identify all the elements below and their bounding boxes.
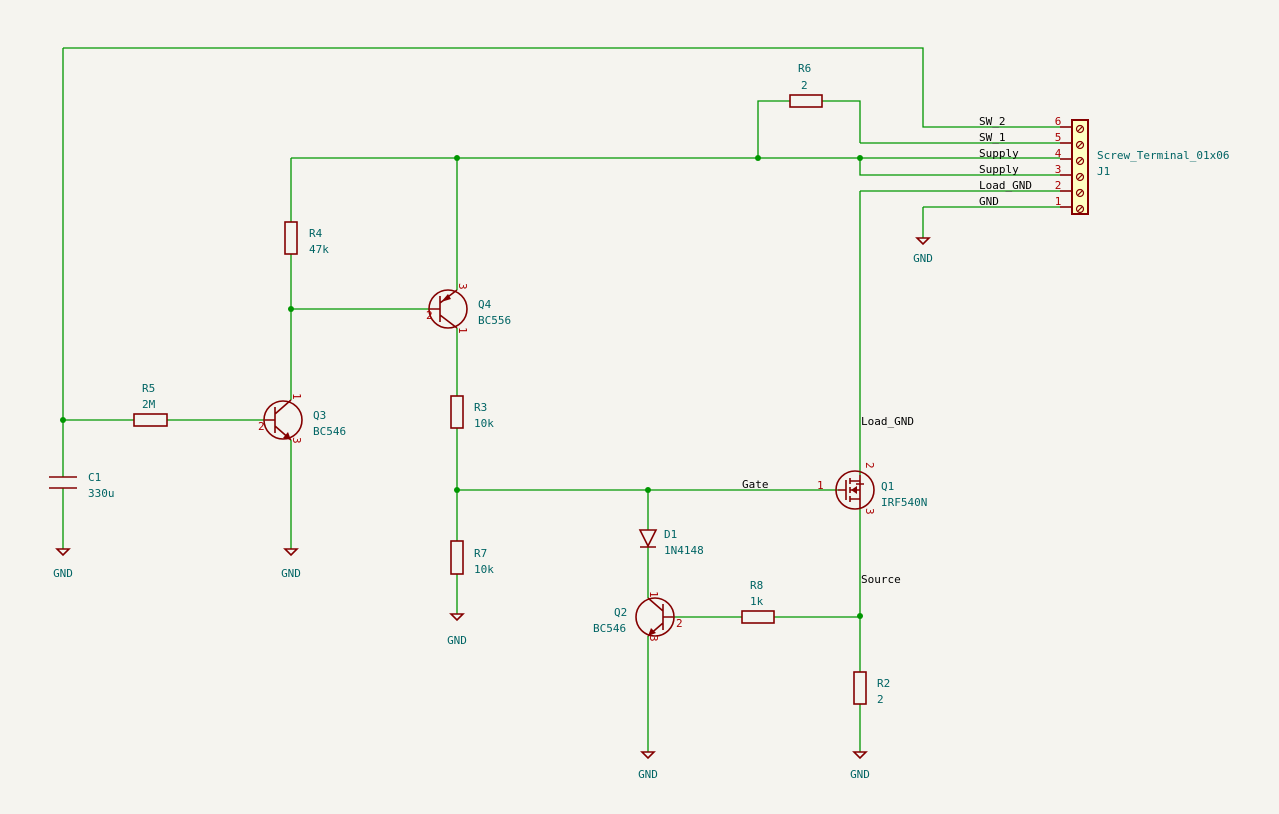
d1-ref: D1 xyxy=(664,528,677,541)
pin-number: 5 xyxy=(1055,131,1062,144)
d1-value: 1N4148 xyxy=(664,544,704,557)
gnd-label: GND xyxy=(53,567,73,580)
gnd-symbol: GND xyxy=(53,548,73,580)
gnd-symbol: GND xyxy=(281,548,301,580)
net-label-source: Source xyxy=(861,573,901,586)
q4-pin2: 2 xyxy=(426,309,433,322)
pin-number: 2 xyxy=(1055,179,1062,192)
pin-number: 3 xyxy=(1055,163,1062,176)
resistor-r3[interactable]: R3 10k xyxy=(450,395,494,430)
q1-value: IRF540N xyxy=(881,496,927,509)
connector-pin[interactable]: 6 SW_2 xyxy=(979,115,1085,134)
screw-icon xyxy=(1075,204,1085,214)
pin-net-label: SW_2 xyxy=(979,115,1006,128)
gnd-label: GND xyxy=(850,768,870,781)
r2-ref: R2 xyxy=(877,677,890,690)
resistor-r4[interactable]: R4 47k xyxy=(284,221,329,256)
q1-ref: Q1 xyxy=(881,480,894,493)
pin-number: 4 xyxy=(1055,147,1062,160)
connector-pin[interactable]: 1 GND xyxy=(979,195,1085,214)
q1-pin2: 2 xyxy=(863,462,876,469)
q1-pin3: 3 xyxy=(863,508,876,515)
r5-ref: R5 xyxy=(142,382,155,395)
pin-number: 6 xyxy=(1055,115,1062,128)
r7-value: 10k xyxy=(474,563,494,576)
connector-pin[interactable]: 2 Load_GND xyxy=(979,179,1085,198)
net-label-gate: Gate xyxy=(742,478,769,491)
wires xyxy=(62,47,1060,752)
q4-pin1: 1 xyxy=(456,327,469,334)
r6-ref: R6 xyxy=(798,62,811,75)
c1-value: 330u xyxy=(88,487,115,500)
q1-pin1: 1 xyxy=(817,479,824,492)
r6-value: 2 xyxy=(801,79,808,92)
capacitor-c1[interactable]: C1 330u xyxy=(49,471,115,500)
connector-pin[interactable]: 5 SW_1 xyxy=(979,131,1085,150)
resistor-r5[interactable]: R5 2M xyxy=(133,382,168,427)
resistor-r8[interactable]: R8 1k xyxy=(741,579,775,624)
gnd-label: GND xyxy=(281,567,301,580)
q3-pin3: 3 xyxy=(290,437,303,444)
r8-value: 1k xyxy=(750,595,764,608)
q2-pin3: 3 xyxy=(647,635,660,642)
q4-ref: Q4 xyxy=(478,298,492,311)
q2-pin1: 1 xyxy=(647,591,660,598)
pin-net-label: Supply xyxy=(979,163,1019,176)
net-label-load-gnd: Load_GND xyxy=(861,415,914,428)
c1-ref: C1 xyxy=(88,471,101,484)
gnd-label: GND xyxy=(638,768,658,781)
gnd-symbols: GND GND GND GND GND GND xyxy=(53,237,933,781)
q2-pin2: 2 xyxy=(676,617,683,630)
screw-icon xyxy=(1075,124,1085,134)
r2-value: 2 xyxy=(877,693,884,706)
transistor-q3[interactable]: 2 1 3 Q3 BC546 xyxy=(258,393,346,444)
pin-net-label: Supply xyxy=(979,147,1019,160)
diode-d1[interactable]: D1 1N4148 xyxy=(638,528,704,557)
r3-ref: R3 xyxy=(474,401,487,414)
screw-icon xyxy=(1075,172,1085,182)
transistor-q2[interactable]: 2 1 3 Q2 BC546 xyxy=(593,591,683,642)
r4-ref: R4 xyxy=(309,227,323,240)
q4-value: BC556 xyxy=(478,314,511,327)
screw-icon xyxy=(1075,156,1085,166)
j1-value: Screw_Terminal_01x06 xyxy=(1097,149,1229,162)
q3-value: BC546 xyxy=(313,425,346,438)
gnd-symbol: GND xyxy=(913,237,933,265)
transistor-q4[interactable]: 2 3 1 Q4 BC556 xyxy=(426,283,511,334)
pin-net-label: GND xyxy=(979,195,999,208)
q2-ref: Q2 xyxy=(614,606,627,619)
screw-icon xyxy=(1075,140,1085,150)
gnd-label: GND xyxy=(447,634,467,647)
q3-pin1: 1 xyxy=(290,393,303,400)
gnd-symbol: GND xyxy=(638,751,658,781)
connector-pin[interactable]: 3 Supply xyxy=(979,163,1085,182)
r4-value: 47k xyxy=(309,243,329,256)
resistor-r7[interactable]: R7 10k xyxy=(450,540,494,576)
resistor-r2[interactable]: R2 2 xyxy=(853,671,890,706)
r7-ref: R7 xyxy=(474,547,487,560)
r5-value: 2M xyxy=(142,398,156,411)
gnd-symbol: GND xyxy=(850,751,870,781)
junctions xyxy=(60,155,863,619)
q2-value: BC546 xyxy=(593,622,626,635)
pin-net-label: SW_1 xyxy=(979,131,1006,144)
connector-pin[interactable]: 4 Supply xyxy=(979,147,1085,166)
r8-ref: R8 xyxy=(750,579,763,592)
gnd-label: GND xyxy=(913,252,933,265)
pin-number: 1 xyxy=(1055,195,1062,208)
q4-pin3: 3 xyxy=(456,283,469,290)
q3-ref: Q3 xyxy=(313,409,326,422)
r3-value: 10k xyxy=(474,417,494,430)
j1-ref: J1 xyxy=(1097,165,1110,178)
resistor-r6[interactable]: R6 2 xyxy=(789,62,823,108)
mosfet-q1[interactable]: 1 2 3 Q1 IRF540N xyxy=(817,462,927,515)
q3-pin2: 2 xyxy=(258,420,265,433)
screw-icon xyxy=(1075,188,1085,198)
pin-net-label: Load_GND xyxy=(979,179,1032,192)
gnd-symbol: GND xyxy=(447,613,467,647)
